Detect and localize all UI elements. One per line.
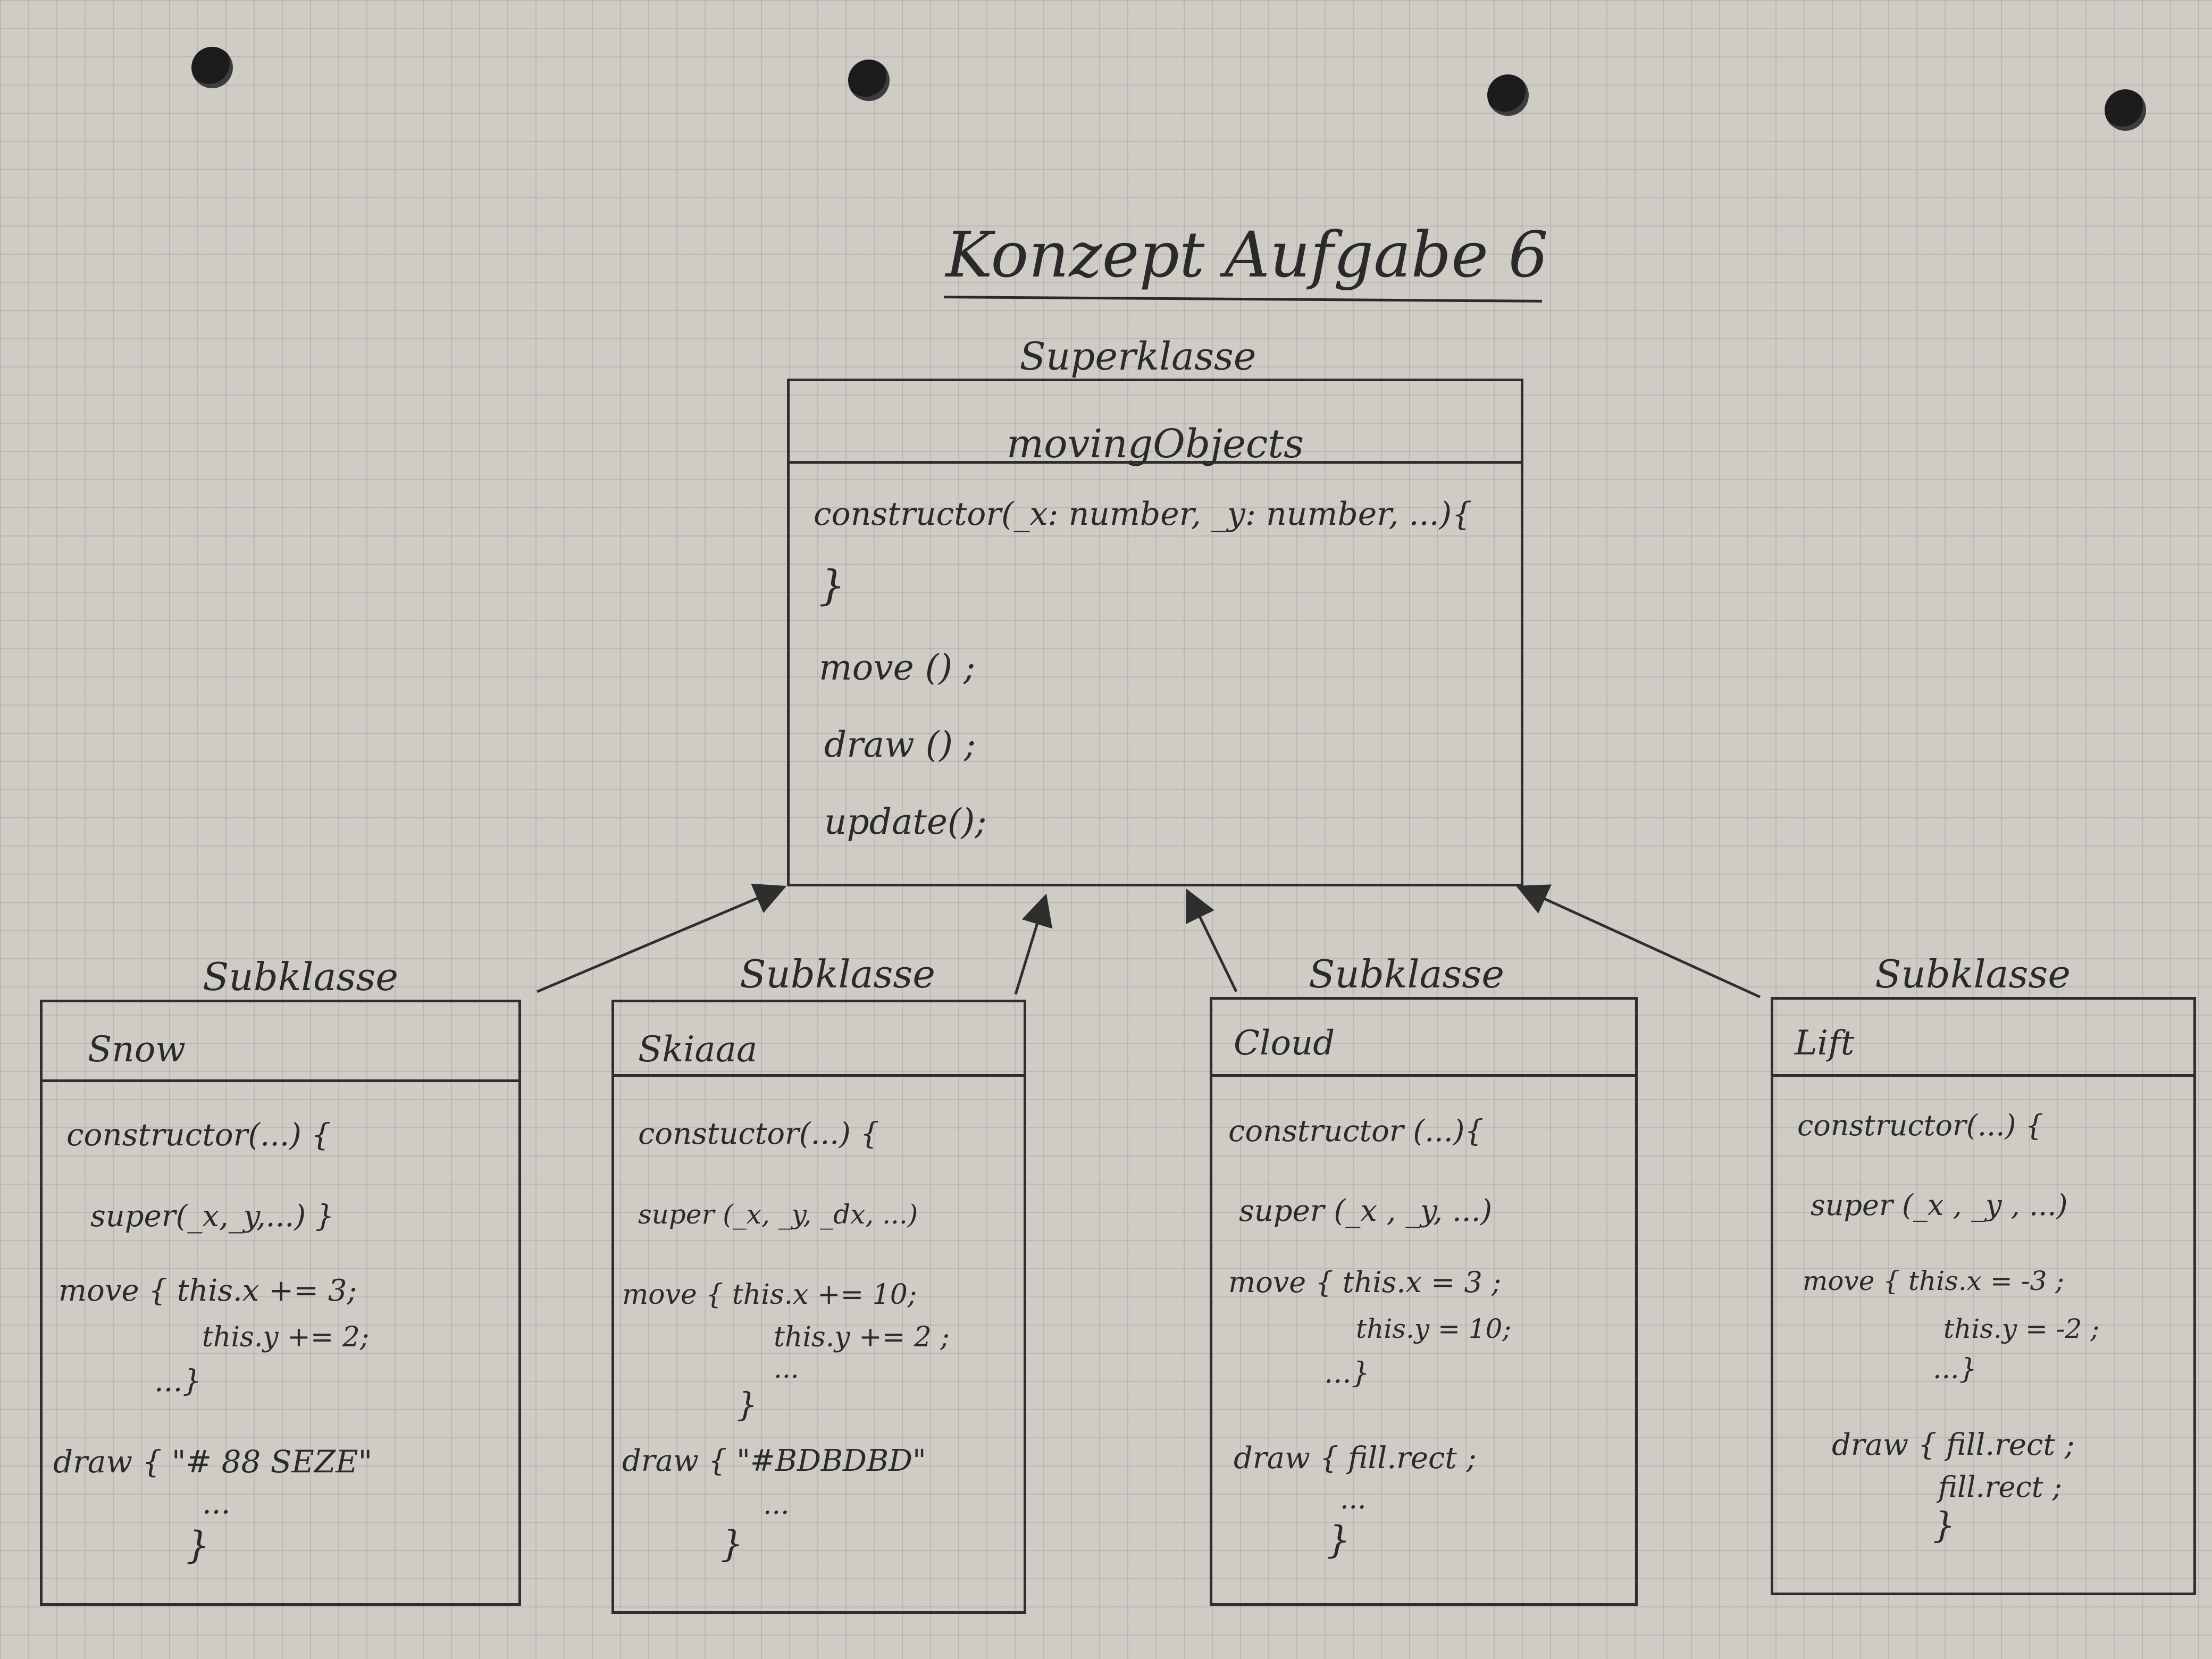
skiaaa-draw-close: } (720, 1523, 744, 1565)
superclass-label: Superklasse (1019, 334, 1256, 379)
superclass-method-move: move () ; (819, 647, 976, 688)
snow-move: move { this.x += 3; (58, 1273, 357, 1308)
subclass-name-row-snow: Snow (43, 1002, 518, 1082)
cloud-draw: draw { fill.rect ; (1234, 1441, 1477, 1476)
subclass-name-row-skiaaa: Skiaaa (614, 1002, 1024, 1077)
superclass-box: movingObjects constructor(_x: number, _y… (787, 379, 1523, 886)
superclass-method-draw: draw () ; (824, 724, 976, 765)
snow-move-close: ...} (154, 1364, 202, 1398)
subclass-box-lift: Lift constructor(...) { super (_x , _y ,… (1771, 997, 2196, 1595)
skiaaa-super: super (_x, _y, _dx, ...) (638, 1199, 918, 1230)
subclass-name-cloud: Cloud (1234, 1024, 1335, 1063)
subclass-name-row-lift: Lift (1773, 1000, 2193, 1077)
lift-draw-close: } (1933, 1505, 1955, 1546)
skiaaa-move-close: } (736, 1385, 758, 1424)
lift-draw: draw { fill.rect ; (1832, 1428, 2075, 1462)
lift-move-close: ...} (1933, 1353, 1977, 1385)
lift-super: super (_x , _y , ...) (1811, 1188, 2068, 1222)
punch-hole (848, 60, 890, 101)
snow-draw-close: } (186, 1523, 210, 1567)
cloud-draw-close: } (1327, 1518, 1351, 1562)
cloud-draw-ellipsis: ... (1340, 1484, 1367, 1515)
cloud-move-close: ...} (1324, 1356, 1370, 1389)
subclass-box-cloud: Cloud constructor (...){ super (_x , _y,… (1210, 997, 1638, 1606)
superclass-constructor-close: } (819, 562, 845, 610)
snow-super: super(_x,_y,...) } (90, 1199, 334, 1234)
skiaaa-move: move { this.x += 10; (622, 1279, 917, 1311)
cloud-super: super (_x , _y, ...) (1239, 1194, 1493, 1228)
lift-move: move { this.x = -3 ; (1803, 1266, 2065, 1296)
lift-constructor: constructor(...) { (1797, 1109, 2043, 1142)
skiaaa-constructor: constuctor(...) { (638, 1117, 879, 1151)
subclass-name-row-cloud: Cloud (1212, 1000, 1635, 1077)
skiaaa-move-ellipsis: ... (774, 1353, 799, 1384)
cloud-move-y: this.y = 10; (1356, 1313, 1512, 1344)
arrow-lift-to-superclass (1515, 884, 1761, 999)
subclass-label-skiaaa: Subklasse (740, 952, 935, 996)
diagram-title: Konzept Aufgabe 6 (945, 218, 1548, 291)
superclass-method-update: update(); (824, 801, 987, 842)
superclass-constructor: constructor(_x: number, _y: number, ...)… (814, 496, 1472, 533)
snow-draw-ellipsis: ... (202, 1486, 231, 1521)
snow-move-y: this.y += 2; (202, 1321, 370, 1353)
arrow-snow-to-superclass (537, 883, 787, 993)
arrow-skiaaa-to-superclass (1014, 893, 1053, 995)
punch-hole (2105, 89, 2146, 131)
subclass-box-snow: Snow constructor(...) { super(_x,_y,...)… (40, 1000, 521, 1606)
skiaaa-move-y: this.y += 2 ; (774, 1321, 950, 1353)
subclass-name-skiaaa: Skiaaa (638, 1029, 758, 1070)
subclass-box-skiaaa: Skiaaa constuctor(...) { super (_x, _y, … (611, 1000, 1026, 1614)
snow-constructor: constructor(...) { (66, 1117, 331, 1153)
arrow-cloud-to-superclass (1185, 889, 1238, 993)
subclass-label-lift: Subklasse (1875, 952, 2071, 996)
subclass-label-snow: Subklasse (203, 954, 398, 999)
snow-draw: draw { "# 88 SEZE" (53, 1444, 373, 1480)
subclass-name-lift: Lift (1795, 1024, 1855, 1063)
subclass-label-cloud: Subklasse (1309, 952, 1504, 996)
subclass-name-snow: Snow (88, 1029, 186, 1070)
cloud-move: move { this.x = 3 ; (1228, 1266, 1502, 1299)
cloud-constructor: constructor (...){ (1228, 1114, 1484, 1149)
punch-hole (191, 47, 233, 88)
lift-draw-second: fill.rect ; (1938, 1470, 2062, 1504)
punch-hole (1487, 74, 1529, 116)
superclass-name-row: movingObjects (790, 381, 1521, 467)
skiaaa-draw: draw { "#BDBDBD" (622, 1444, 926, 1478)
superclass-name: movingObjects (1006, 421, 1304, 467)
skiaaa-draw-ellipsis: ... (763, 1489, 790, 1521)
lift-move-y: this.y = -2 ; (1943, 1313, 2100, 1344)
